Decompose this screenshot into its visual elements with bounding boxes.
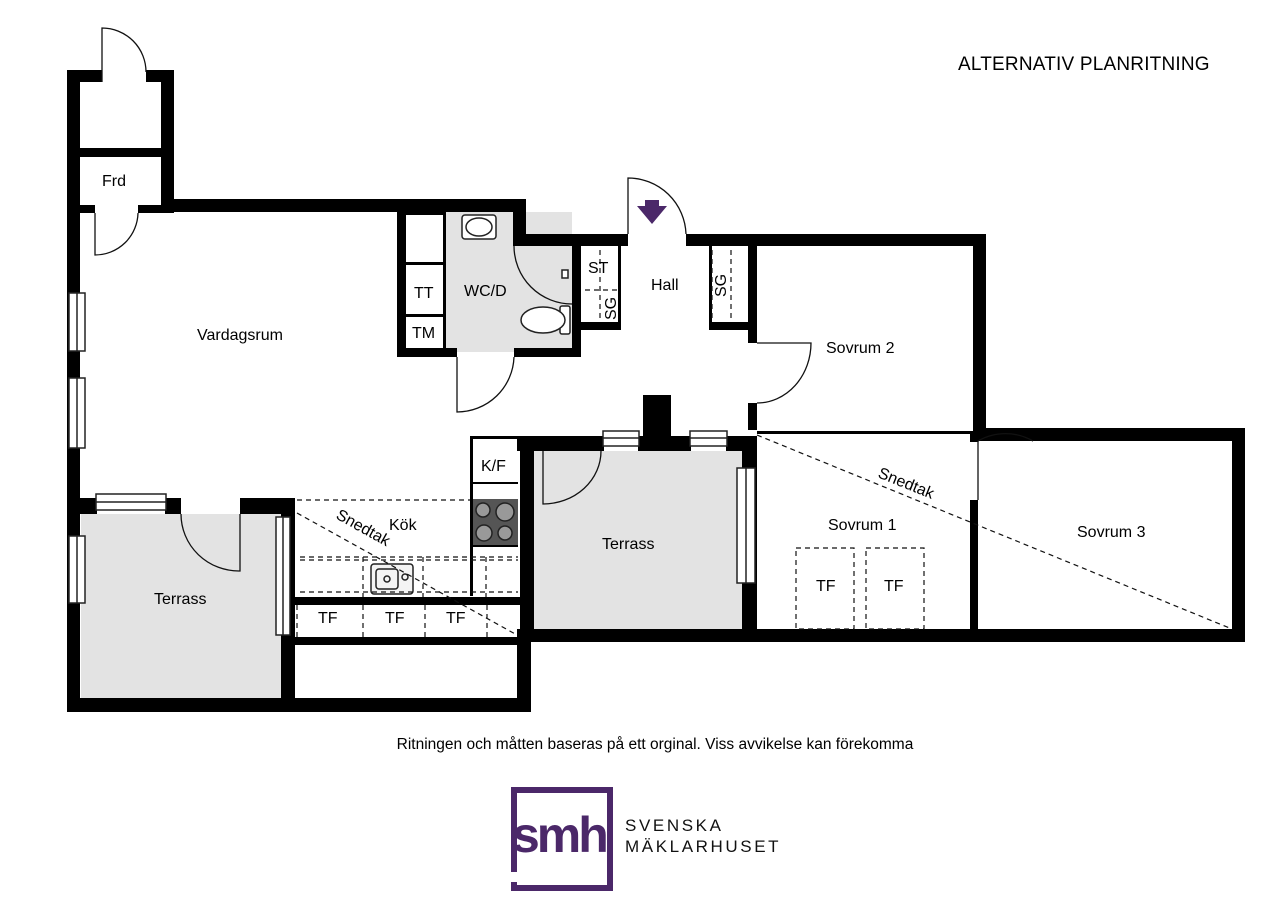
disclaimer-text: Ritningen och måtten baseras på ett orgi… [396,736,914,753]
label-tm: TM [412,325,435,342]
label-sg-sovrum2: SG [713,274,730,297]
label-sovrum3: Sovrum 3 [1077,524,1146,541]
label-kf: K/F [481,458,506,475]
label-tf-sovrum-2: TF [884,578,904,595]
label-st: ST [588,260,609,277]
kitchen-sink [370,563,414,595]
label-tf-kok-1: TF [318,610,338,627]
grey-floor-areas [81,212,743,698]
smh-logo: smh [511,787,613,891]
terrass-mid-floor [534,451,743,629]
label-sg-hall: SG [603,297,620,320]
label-sovrum2: Sovrum 2 [826,340,895,357]
dashed-lines [296,250,1233,637]
label-terrass-left: Terrass [154,591,206,608]
brand-line-1: SVENSKA [625,816,724,835]
label-frd: Frd [102,173,126,190]
page-title: ALTERNATIV PLANRITNING [958,54,1210,75]
cooktop [473,499,518,545]
label-tf-kok-3: TF [446,610,466,627]
entrance-arrow-icon [637,200,667,224]
brand-name: SVENSKA MÄKLARHUSET [625,815,781,857]
terrass-left-floor [81,514,281,698]
label-sovrum1: Sovrum 1 [828,517,897,534]
doors [94,27,1034,572]
label-hall: Hall [651,277,679,294]
label-terrass-mid: Terrass [602,536,654,553]
brand-line-2: MÄKLARHUSET [625,837,782,856]
label-tf-sovrum-1: TF [816,578,836,595]
label-wc: WC/D [464,283,507,300]
logo-text: smh [512,807,606,863]
label-snedtak-sovrum: Snedtak [876,465,938,503]
label-tt: TT [414,285,434,302]
label-snedtak-kok: Snedtak [333,507,393,551]
windows [68,292,756,636]
label-vardagsrum: Vardagsrum [197,327,283,344]
label-kok: Kök [389,517,418,534]
wc-fixtures [461,214,571,335]
label-tf-kok-2: TF [385,610,405,627]
